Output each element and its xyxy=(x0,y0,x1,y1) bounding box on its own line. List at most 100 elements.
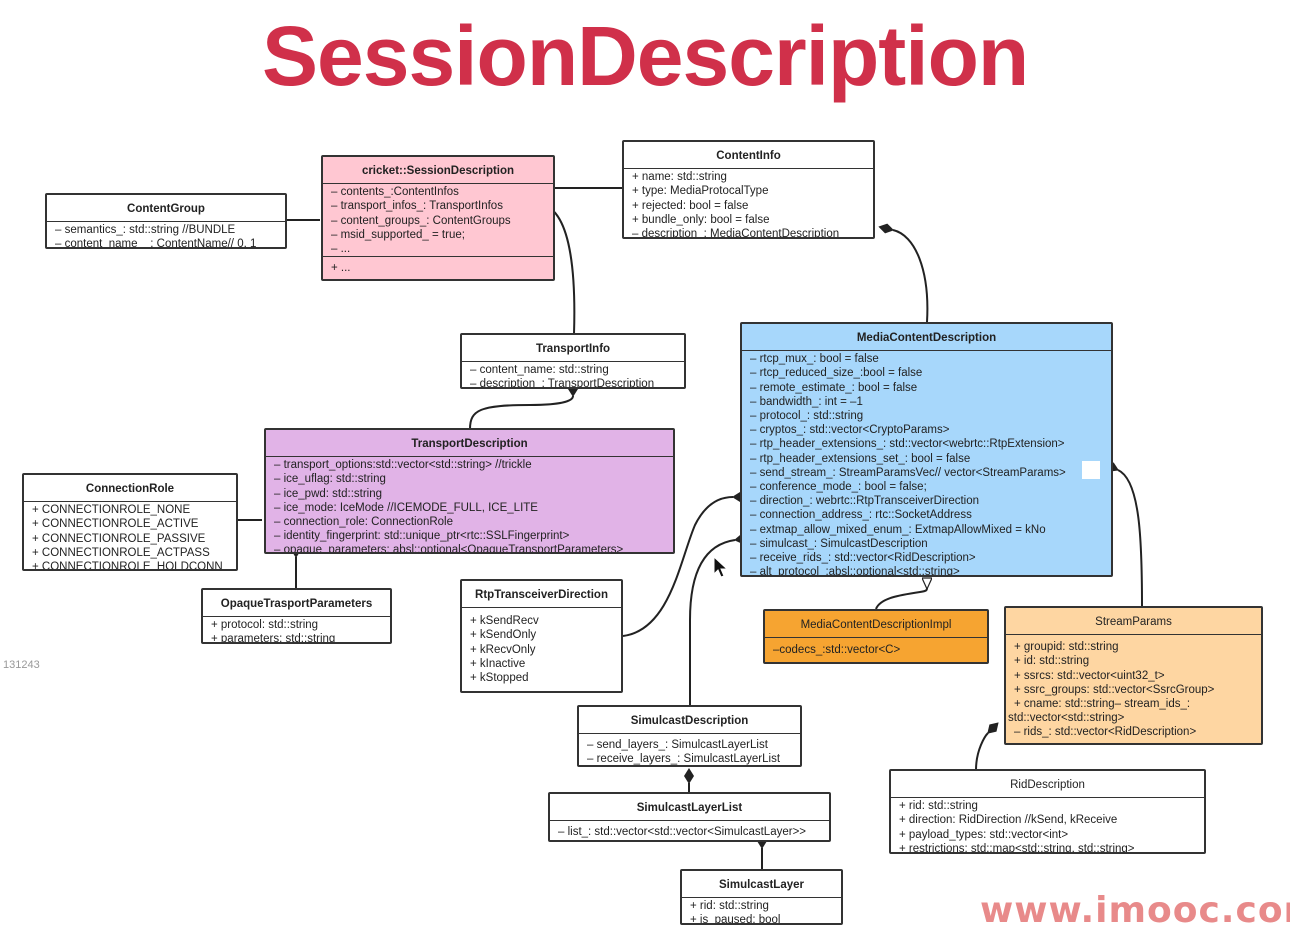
class-field: + rejected: bool = false xyxy=(632,199,749,212)
class-field: – rtp_header_extensions_set_: bool = fal… xyxy=(750,452,971,465)
class-name: SimulcastDescription xyxy=(579,707,800,735)
class-field: – receive_rids_: std::vector<RidDescript… xyxy=(750,552,976,565)
class-field: – alt_protocol_:absl::optional<std::stri… xyxy=(750,566,960,577)
class-field: + CONNECTIONROLE_HOLDCONN xyxy=(32,561,223,571)
session-description-class: cricket::SessionDescription – contents_:… xyxy=(321,155,555,281)
class-field: + kInactive xyxy=(470,657,526,670)
simulcast-layer-list-class: SimulcastLayerList – list_: std::vector<… xyxy=(548,792,831,842)
mouse-cursor-icon xyxy=(713,556,729,578)
link-streamparams-media xyxy=(1104,462,1143,607)
blank-overlay xyxy=(1082,461,1100,479)
link-rtpdir-media xyxy=(622,491,748,637)
class-field: – msid_supported_ = true; xyxy=(331,228,465,241)
transport-info-class: TransportInfo – content_name: std::strin… xyxy=(460,333,686,389)
link-transportdesc-transportinfo xyxy=(469,381,579,430)
class-name: StreamParams xyxy=(1006,608,1261,636)
class-name: RidDescription xyxy=(891,771,1204,799)
content-info-class: ContentInfo + name: std::string + type: … xyxy=(622,140,875,239)
class-name: SimulcastLayer xyxy=(682,871,841,899)
class-name: TransportDescription xyxy=(266,430,673,458)
class-field: + restrictions: std::map<std::string, st… xyxy=(899,842,1135,854)
class-field: – transport_infos_: TransportInfos xyxy=(331,200,503,213)
class-name: ContentInfo xyxy=(624,142,873,170)
opaque-transport-parameters-class: OpaqueTrasportParameters + protocol: std… xyxy=(201,588,392,644)
class-field: – direction_: webrtc::RtpTransceiverDire… xyxy=(750,495,980,508)
connection-role-class: ConnectionRole + CONNECTIONROLE_NONE + C… xyxy=(22,473,238,571)
class-field: + type: MediaProtocalType xyxy=(632,185,769,198)
class-field: – rtcp_reduced_size_:bool = false xyxy=(750,367,923,380)
class-field: + kRecvOnly xyxy=(470,643,536,656)
class-field: – rtp_header_extensions_: std::vector<we… xyxy=(750,438,1065,451)
class-field: – ice_mode: IceMode //ICEMODE_FULL, ICE_… xyxy=(274,501,538,514)
class-field: – description_: MediaContentDescription xyxy=(632,228,840,239)
class-field: + kStopped xyxy=(470,672,529,685)
media-content-description-class: MediaContentDescription – rtcp_mux_: boo… xyxy=(740,322,1113,577)
class-field: std::vector<std::string> xyxy=(1008,712,1125,725)
class-field: – list_: std::vector<std::vector<Simulca… xyxy=(558,826,807,839)
class-field: + ssrcs: std::vector<uint32_t> xyxy=(1014,669,1165,682)
simulcast-layer-class: SimulcastLayer + rid: std::string + is_p… xyxy=(680,869,843,925)
class-field: – opaque_parameters: absl::optional<Opaq… xyxy=(274,544,624,554)
class-field: + rid: std::string xyxy=(690,900,769,913)
class-field: – bandwidth_: int = –1 xyxy=(750,395,863,408)
class-name: RtpTransceiverDirection xyxy=(462,581,621,609)
class-field: – connection_role: ConnectionRole xyxy=(274,516,454,529)
class-field: + payload_types: std::vector<int> xyxy=(899,828,1069,841)
class-field: + groupid: std::string xyxy=(1014,641,1119,654)
class-field: + bundle_only: bool = false xyxy=(632,213,770,226)
class-field: – identity_fingerprint: std::unique_ptr<… xyxy=(274,530,570,543)
class-field: – contents_:ContentInfos xyxy=(331,186,459,199)
class-field: – send_layers_: SimulcastLayerList xyxy=(587,739,768,752)
stream-params-class: StreamParams + groupid: std::string + id… xyxy=(1004,606,1263,745)
class-name: ConnectionRole xyxy=(24,475,236,503)
class-field: – conference_mode_: bool = false; xyxy=(750,481,927,494)
class-field: – transport_options:std::vector<std::str… xyxy=(274,459,532,472)
class-field: – semantics_: std::string //BUNDLE xyxy=(55,224,236,237)
class-field: + id: std::string xyxy=(1014,655,1090,668)
link-media-contentinfo xyxy=(878,223,929,323)
class-field: – send_stream_: StreamParamsVec// vector… xyxy=(750,466,1066,479)
class-field: – ice_uflag: std::string xyxy=(274,473,386,486)
content-group-class: ContentGroup – semantics_: std::string /… xyxy=(45,193,287,249)
class-field: – rids_: std::vector<RidDescription> xyxy=(1014,726,1197,739)
class-field: + protocol: std::string xyxy=(211,619,319,632)
corner-label: 131243 xyxy=(3,659,40,671)
class-name: cricket::SessionDescription xyxy=(323,157,553,185)
class-field: – description_: TransportDescription xyxy=(470,378,655,389)
class-field: + CONNECTIONROLE_ACTIVE xyxy=(32,518,199,531)
class-field: – content_groups_: ContentGroups xyxy=(331,214,511,227)
link-simulcast-media xyxy=(689,534,750,706)
class-field: + parameters: std::string xyxy=(211,633,336,644)
class-field: – remote_estimate_: bool = false xyxy=(750,381,918,394)
class-field: – extmap_allow_mixed_enum_: ExtmapAllowM… xyxy=(750,523,1046,536)
class-name: MediaContentDescriptionImpl xyxy=(765,611,987,639)
rid-description-class: RidDescription + rid: std::string + dire… xyxy=(889,769,1206,854)
class-field: + kSendRecv xyxy=(470,615,539,628)
class-field: + CONNECTIONROLE_PASSIVE xyxy=(32,532,206,545)
rtp-transceiver-direction-class: RtpTransceiverDirection + kSendRecv + kS… xyxy=(460,579,623,693)
simulcast-description-class: SimulcastDescription – send_layers_: Sim… xyxy=(577,705,802,767)
class-name: SimulcastLayerList xyxy=(550,794,829,822)
class-field: – content_name__: ContentName// 0, 1 xyxy=(55,238,257,249)
class-field: + CONNECTIONROLE_NONE xyxy=(32,504,191,517)
class-field: – simulcast_: SimulcastDescription xyxy=(750,537,928,550)
watermark: www.imooc.cor xyxy=(980,890,1290,931)
class-field: – ice_pwd: std::string xyxy=(274,487,383,500)
class-field: – receive_layers_: SimulcastLayerList xyxy=(587,753,781,766)
class-field: – protocol_: std::string xyxy=(750,410,864,423)
class-field: – cryptos_: std::vector<CryptoParams> xyxy=(750,424,950,437)
class-field: + CONNECTIONROLE_ACTPASS xyxy=(32,546,210,559)
class-field: + ssrc_groups: std::vector<SsrcGroup> xyxy=(1014,683,1215,696)
link-impl-media xyxy=(875,588,927,610)
class-field: – ... xyxy=(331,243,351,256)
class-field: + direction: RidDirection //kSend, kRece… xyxy=(899,814,1118,827)
class-field: + cname: std::string– stream_ids_: xyxy=(1014,698,1191,711)
class-name: ContentGroup xyxy=(47,195,285,223)
class-field: –codecs_:std::vector<C> xyxy=(773,644,901,657)
class-field: + kSendOnly xyxy=(470,629,537,642)
class-name: OpaqueTrasportParameters xyxy=(203,590,390,618)
class-field: – content_name: std::string xyxy=(470,364,609,377)
class-method: + ... xyxy=(323,256,553,275)
media-content-description-impl-class: MediaContentDescriptionImpl –codecs_:std… xyxy=(763,609,989,664)
